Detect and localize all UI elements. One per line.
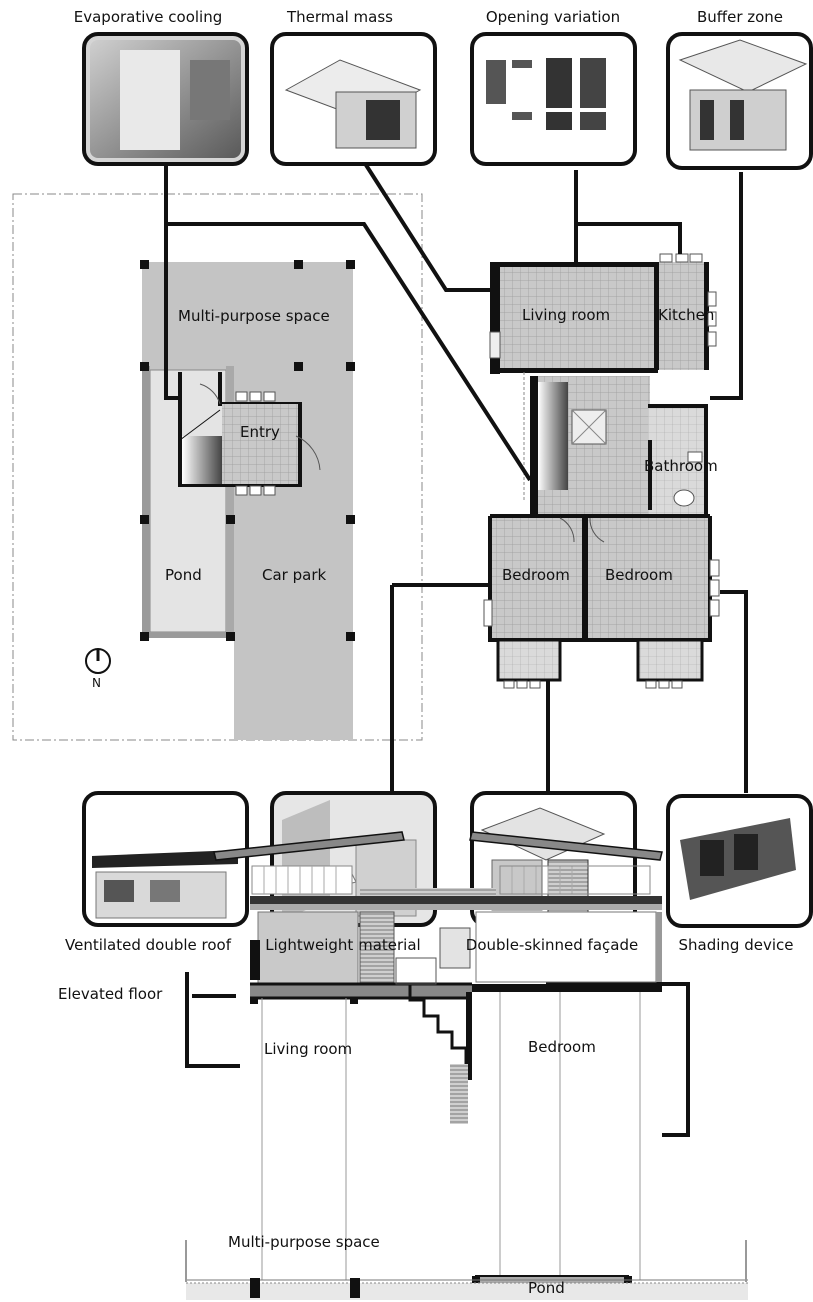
section-label-pond: Pond [528, 1279, 565, 1297]
section-label-bedroom: Bedroom [528, 1038, 596, 1056]
roof-left [213, 831, 405, 861]
pond-area [149, 369, 227, 633]
label-lightweight-material: Lightweight material [265, 936, 421, 954]
label-opening-variation: Opening variation [485, 8, 621, 26]
section-label-living-room: Living room [264, 1040, 353, 1058]
section-label-elevated-floor: Elevated floor [58, 985, 163, 1003]
label-double-skinned-facade: Double-skinned façade [465, 936, 639, 954]
first-floor-plan [483, 253, 720, 689]
plan-label-kitchen: Kitchen [658, 306, 715, 324]
label-shading-device: Shading device [678, 936, 794, 954]
section-drawing [185, 831, 748, 1300]
section-label-multi-purpose: Multi-purpose space [228, 1233, 380, 1251]
plan-label-bathroom: Bathroom [644, 457, 718, 475]
plan-label-bedroom-left: Bedroom [502, 566, 570, 584]
thumb-opening-variation [470, 32, 637, 166]
plan-label-multi-purpose: Multi-purpose space [178, 307, 330, 325]
label-evaporative-cooling: Evaporative cooling [73, 8, 223, 26]
thumb-thermal-mass [270, 32, 437, 166]
leader-lines [164, 163, 748, 1137]
label-ventilated-double-roof: Ventilated double roof [64, 936, 232, 954]
plan-label-entry: Entry [240, 423, 280, 441]
roof-right [469, 831, 663, 861]
thumb-buffer-zone [666, 32, 813, 170]
thumb-evaporative-cooling [82, 32, 249, 166]
plan-label-bedroom-right: Bedroom [605, 566, 673, 584]
label-thermal-mass: Thermal mass [287, 8, 393, 26]
label-buffer-zone: Buffer zone [696, 8, 784, 26]
plan-label-north: N [92, 676, 101, 690]
plan-label-car-park: Car park [262, 566, 327, 584]
ground-floor-plan [85, 260, 355, 740]
plan-columns [140, 260, 355, 641]
plan-label-pond: Pond [165, 566, 202, 584]
thumb-ventilated-double-roof [82, 791, 249, 927]
site-boundary [12, 193, 423, 741]
plan-label-living-room: Living room [522, 306, 611, 324]
thumb-shading-device [666, 794, 813, 928]
